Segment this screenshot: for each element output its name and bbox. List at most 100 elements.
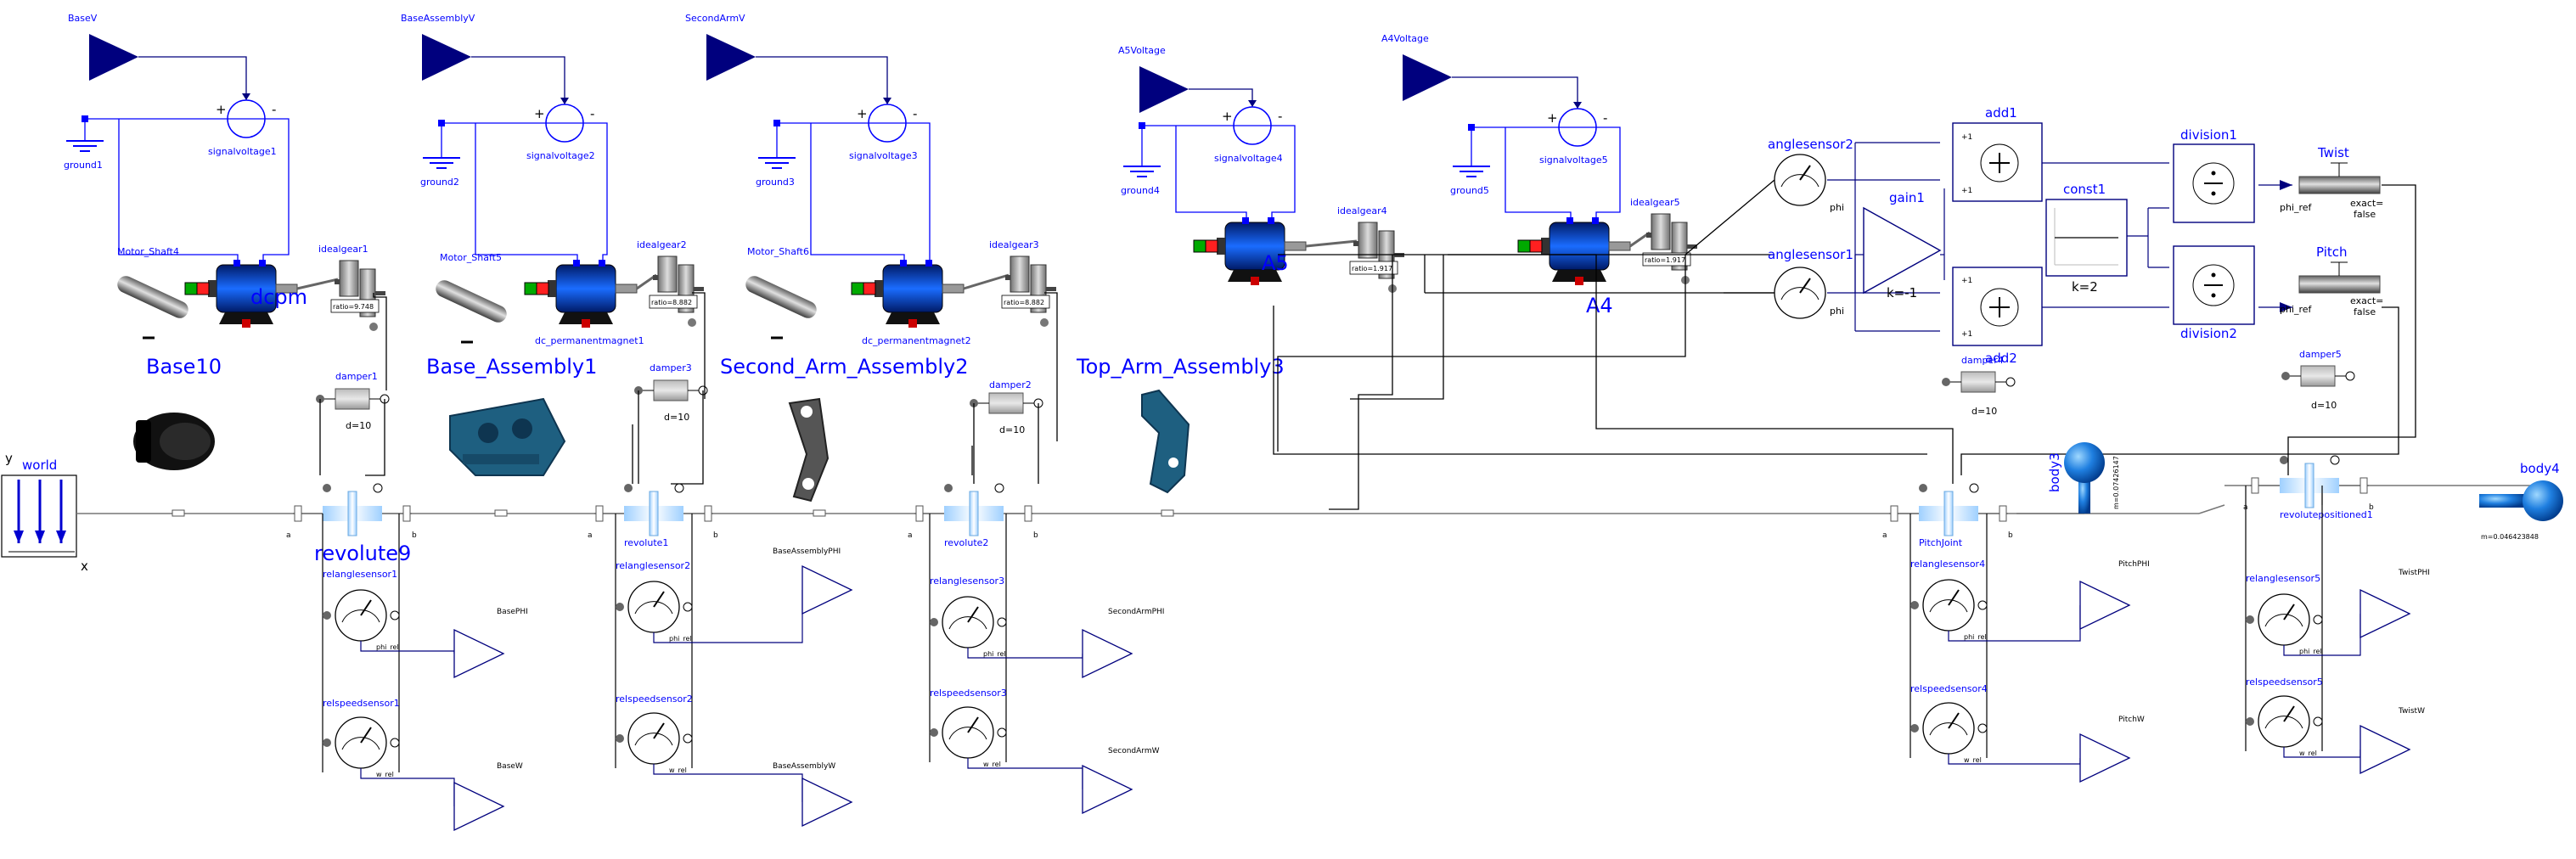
joint-2[interactable] <box>594 483 713 536</box>
motor-4[interactable] <box>1193 217 1307 285</box>
sensor-column-2: relanglesensor2phi_relBaseAssemblyPHIrel… <box>615 514 853 828</box>
ideal-gear-5[interactable] <box>1642 213 1697 284</box>
voltage-source-2[interactable] <box>422 34 471 81</box>
pitch-exact-label: exact= <box>2350 295 2383 306</box>
output-w-label-4: PitchW <box>2118 716 2145 724</box>
damper-5[interactable] <box>2281 365 2355 387</box>
body3-shape[interactable] <box>2016 442 2105 514</box>
output-phi-label-5: TwistPHI <box>2398 569 2430 577</box>
rel-speed-sensor-1[interactable] <box>323 716 400 769</box>
add1-block[interactable] <box>1952 122 2043 202</box>
world-x-axis-label: x <box>81 559 88 574</box>
svg-text:+: + <box>1222 109 1233 124</box>
const1-k-label: k=2 <box>2072 279 2098 295</box>
damper-1[interactable] <box>316 388 390 410</box>
top-arm-label: Top_Arm_Assembly3 <box>1076 355 1285 379</box>
motor-shaft-2[interactable] <box>433 278 509 344</box>
motor-1[interactable] <box>184 260 298 328</box>
body3-label: body3 <box>2047 452 2062 492</box>
world-block[interactable] <box>1 474 77 558</box>
motor-shaft-1[interactable] <box>115 273 191 340</box>
output-phi-5[interactable] <box>2359 588 2411 639</box>
anglesensor1-block[interactable] <box>1774 267 1826 319</box>
anglesensor1-label: anglesensor1 <box>1768 247 1853 262</box>
rel-angle-sensor-1[interactable] <box>323 589 400 642</box>
joint-5[interactable] <box>2250 455 2369 508</box>
rel-angle-sensor-5[interactable] <box>2246 593 2323 646</box>
signal-voltage-label-1: signalvoltage1 <box>208 146 277 157</box>
twist-ref-label: phi_ref <box>2280 202 2313 213</box>
joint-a-2: a <box>588 531 593 540</box>
motor-5[interactable] <box>1517 217 1631 285</box>
svg-text:-: - <box>272 102 276 117</box>
rel-speed-sensor-2[interactable] <box>616 712 693 765</box>
ideal-gear-3[interactable] <box>1001 255 1056 327</box>
division2-block[interactable] <box>2173 245 2255 325</box>
damper-label-5: damper5 <box>2299 349 2342 360</box>
ideal-gear-2[interactable] <box>649 255 704 327</box>
rel-speed-sensor-5[interactable] <box>2246 695 2323 748</box>
joint-1[interactable] <box>293 483 412 536</box>
joint-4[interactable] <box>1889 483 2008 536</box>
damper-4[interactable] <box>1942 371 2016 393</box>
joint-label-4: PitchJoint <box>1919 537 1963 548</box>
rel-speed-sensor-3[interactable] <box>930 706 1007 759</box>
ideal-gear-1[interactable] <box>330 260 385 331</box>
division1-block[interactable] <box>2173 143 2255 223</box>
output-w-2[interactable] <box>801 777 853 828</box>
rel-angle-sensor-2[interactable] <box>616 581 693 633</box>
pitch-actuator[interactable] <box>2280 261 2381 312</box>
add2-block[interactable] <box>1952 267 2043 346</box>
output-w-5[interactable] <box>2359 724 2411 775</box>
output-w-3[interactable] <box>1082 764 1133 815</box>
rel-speed-label-5: relspeedsensor5 <box>2246 677 2323 688</box>
ground-label-1: ground1 <box>64 160 103 171</box>
output-phi-4[interactable] <box>2079 580 2131 631</box>
base-assembly-label: Base_Assembly1 <box>426 355 597 379</box>
twist-actuator[interactable] <box>2280 162 2381 194</box>
signal-voltage-label-4: signalvoltage4 <box>1214 153 1283 164</box>
sensor-column-1: relanglesensor1phi_relBasePHIrelspeedsen… <box>322 514 528 832</box>
pitch-exact-value: false <box>2354 306 2376 317</box>
anglesensor2-label: anglesensor2 <box>1768 137 1853 152</box>
output-w-1[interactable] <box>453 781 505 832</box>
voltage-source-1[interactable] <box>89 34 138 81</box>
rel-angle-sensor-4[interactable] <box>1910 579 1988 632</box>
mech-connection-5 <box>1277 255 1686 452</box>
output-w-4[interactable] <box>2079 733 2131 783</box>
gain1-label: gain1 <box>1889 190 1925 205</box>
base10-shape[interactable] <box>133 413 215 470</box>
gain1-k-label: k=-1 <box>1887 285 1917 300</box>
second-arm-shape[interactable] <box>788 397 830 502</box>
anglesensor2-block[interactable] <box>1774 154 1826 206</box>
const1-block[interactable] <box>2045 199 2128 277</box>
ideal-gear-4[interactable] <box>1349 222 1404 293</box>
top-arm-shape[interactable] <box>1141 389 1190 494</box>
gain1-block[interactable] <box>1863 206 1942 295</box>
w-rel-label-1: w_rel <box>376 771 394 778</box>
voltage-source-4[interactable] <box>1139 66 1189 113</box>
rel-angle-sensor-3[interactable] <box>930 596 1007 648</box>
motor-shaft-3[interactable] <box>743 273 819 340</box>
rel-speed-sensor-4[interactable] <box>1910 702 1988 755</box>
voltage-source-3[interactable] <box>706 34 756 81</box>
anglesensor2-phi-label: phi <box>1830 202 1844 213</box>
damper-3[interactable] <box>970 392 1043 414</box>
output-phi-2[interactable] <box>801 564 853 615</box>
body4-shape[interactable] <box>2479 480 2563 521</box>
damper-2[interactable] <box>634 379 708 401</box>
rel-angle-label-1: relanglesensor1 <box>323 569 397 580</box>
output-phi-3[interactable] <box>1082 628 1133 679</box>
add1-label: add1 <box>1985 105 2017 121</box>
second-arm-label: Second_Arm_Assembly2 <box>720 355 969 379</box>
output-phi-1[interactable] <box>453 628 505 679</box>
phi-rel-label-5: phi_rel <box>2299 648 2322 655</box>
voltage-source-5[interactable] <box>1403 54 1452 101</box>
motor-2[interactable] <box>524 260 638 328</box>
base-assembly-shape[interactable] <box>449 397 566 476</box>
motor-label-3: dc_permanentmagnet2 <box>862 335 971 346</box>
joint-3[interactable] <box>914 483 1033 536</box>
motor-3[interactable] <box>851 260 965 328</box>
svg-text:-: - <box>913 106 917 121</box>
